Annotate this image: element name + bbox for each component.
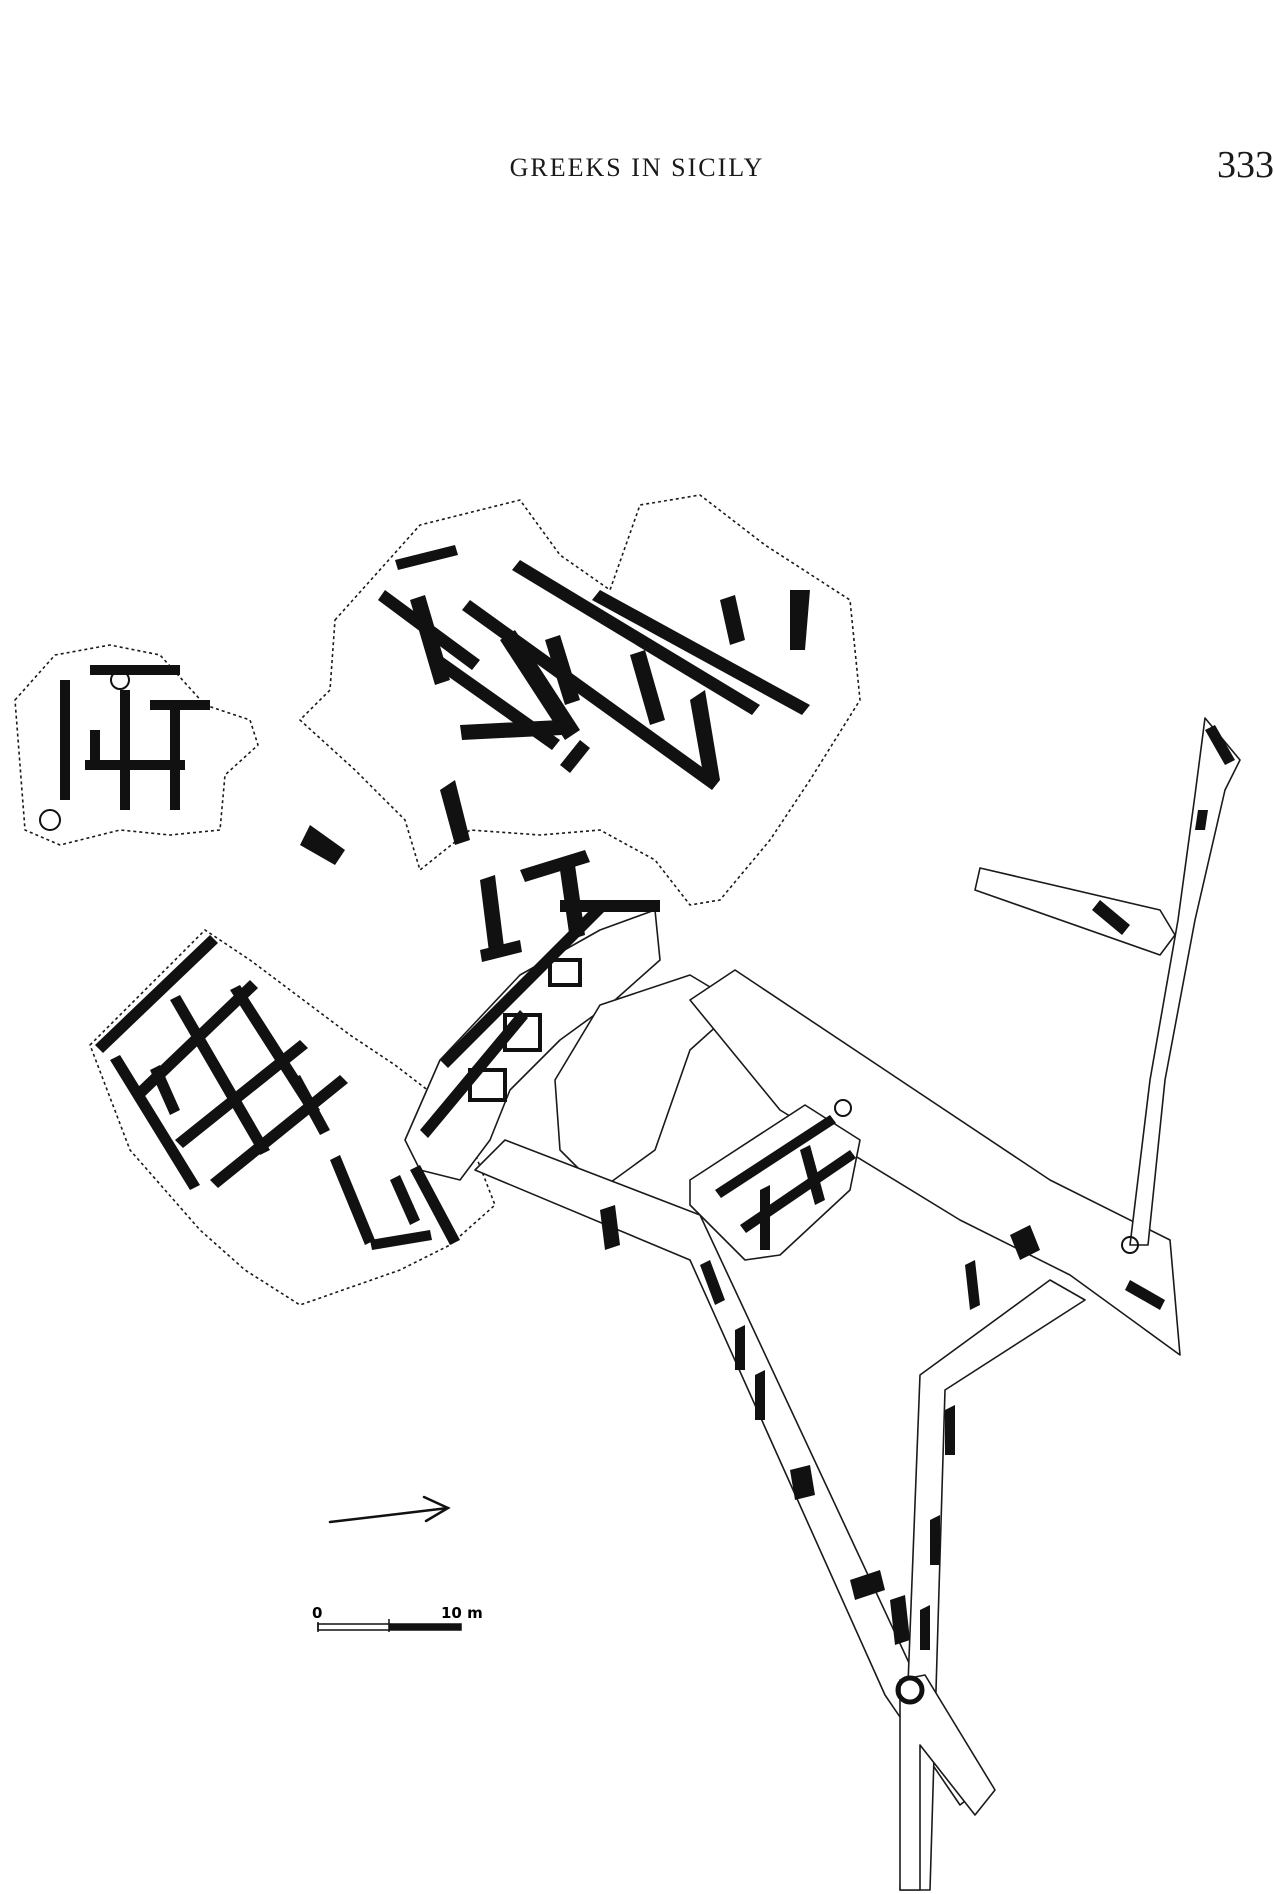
trench-cross bbox=[974, 867, 1176, 956]
trench-fork bbox=[899, 1674, 996, 1891]
west-excavation-area bbox=[14, 644, 259, 846]
arrow-icon bbox=[328, 1495, 451, 1524]
scale-start-label: 0 bbox=[312, 1604, 322, 1622]
east-building-area bbox=[689, 1104, 861, 1261]
page-number: 333 bbox=[1217, 144, 1274, 186]
trench-north bbox=[1129, 717, 1241, 1246]
trench-south bbox=[899, 1279, 1086, 1891]
scale-bar: 0 10 m bbox=[312, 1604, 483, 1632]
plaza-outline bbox=[554, 974, 741, 1191]
running-title: GREEKS IN SICILY bbox=[509, 153, 765, 182]
scale-end-label: 10 m bbox=[441, 1604, 483, 1622]
